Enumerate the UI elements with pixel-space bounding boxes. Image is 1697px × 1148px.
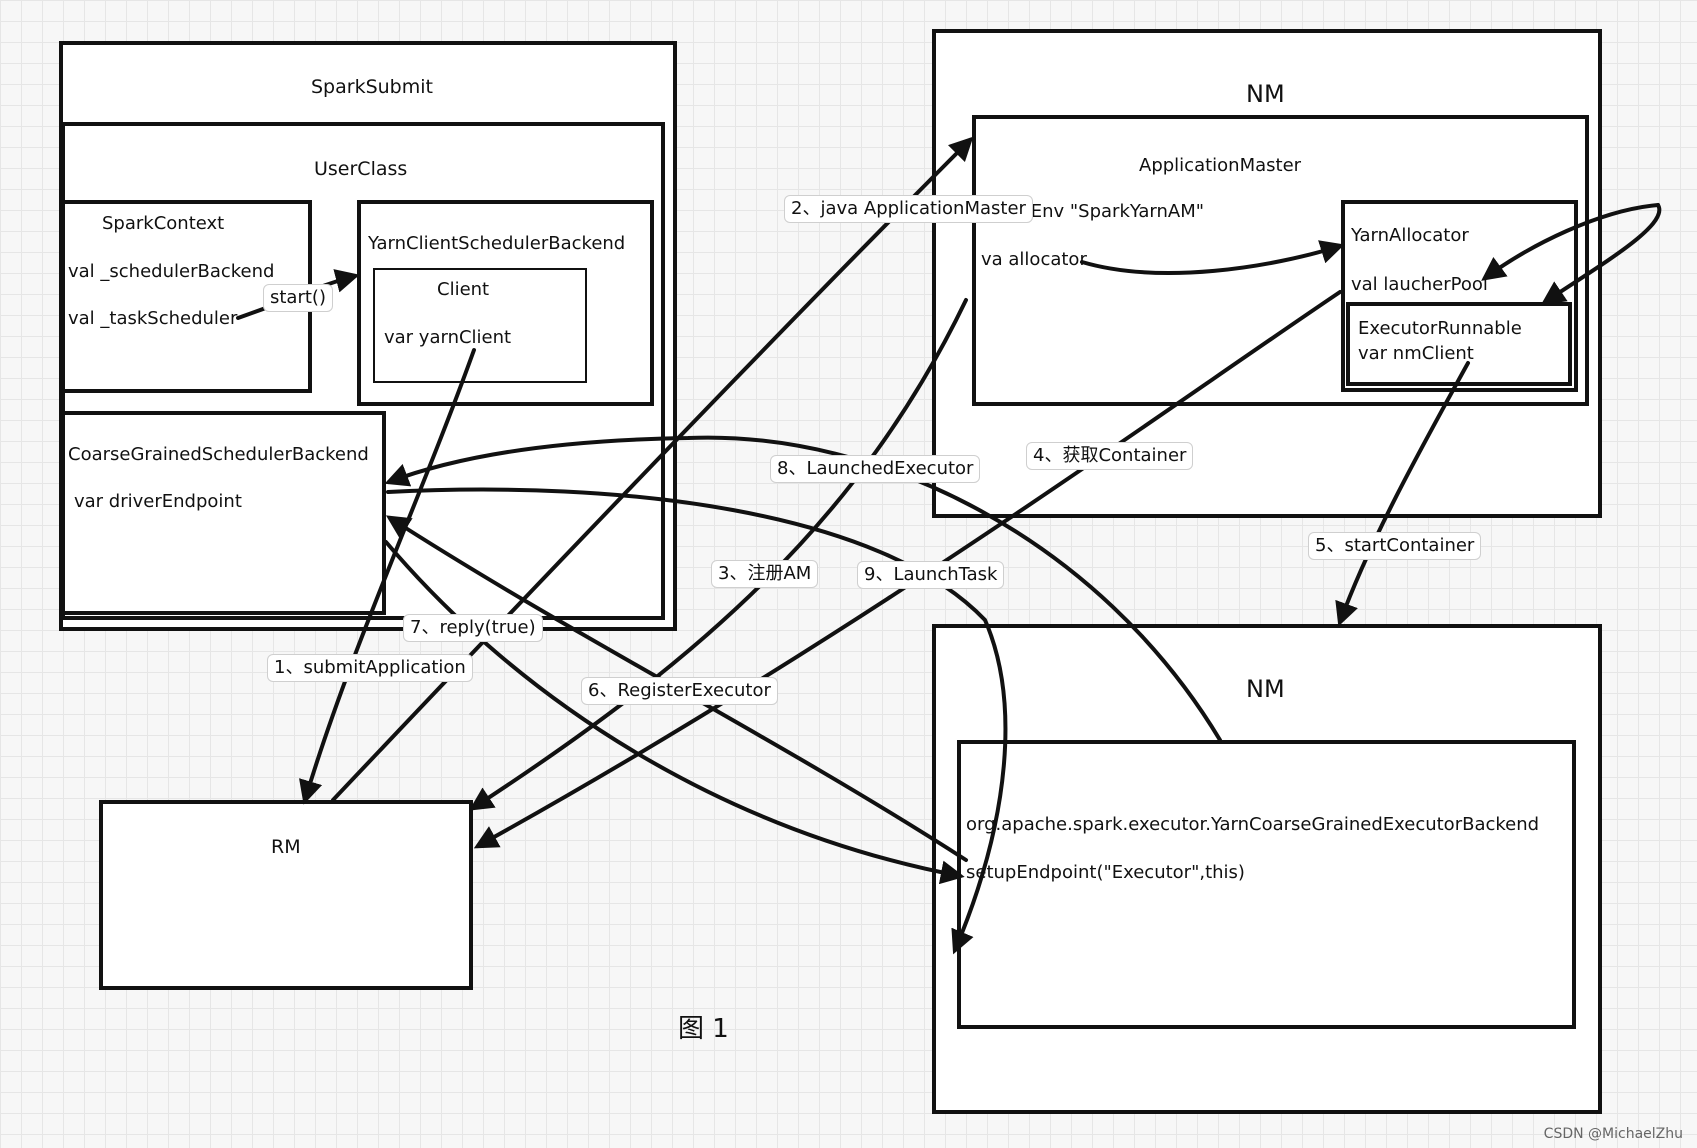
rm-box xyxy=(99,800,473,990)
client-box xyxy=(373,268,587,383)
label-register-executor: 6、RegisterExecutor xyxy=(581,677,778,705)
client-title: Client xyxy=(437,279,490,300)
yarn-client-scheduler-backend-title: YarnClientSchedulerBackend xyxy=(368,233,626,254)
spark-context-task-scheduler: val _taskScheduler xyxy=(68,308,238,329)
arrow-start-container xyxy=(1335,361,1470,627)
driver-endpoint-field: var driverEndpoint xyxy=(74,491,242,512)
label-launch-task: 9、LaunchTask xyxy=(857,561,1005,589)
arrow-launcher-pool-loop xyxy=(1481,203,1660,281)
arrow-submit-application xyxy=(299,348,476,805)
application-master-title: ApplicationMaster xyxy=(1139,155,1302,176)
label-get-container: 4、获取Container xyxy=(1026,442,1194,470)
executor-backend-title: org.apache.spark.executor.YarnCoarseGrai… xyxy=(966,814,1540,835)
arrow-register-am xyxy=(468,298,968,811)
nm-top-title: NM xyxy=(1246,80,1285,108)
label-launched-executor: 8、LaunchedExecutor xyxy=(770,455,981,483)
arrow-launched-executor xyxy=(384,435,1222,742)
label-java-application-master: 2、java ApplicationMaster xyxy=(784,195,1033,223)
watermark: CSDN @MichaelZhu xyxy=(1543,1126,1683,1142)
coarse-grained-scheduler-backend-title: CoarseGrainedSchedulerBackend xyxy=(68,444,369,465)
rm-title: RM xyxy=(271,836,301,858)
executor-runnable-box xyxy=(1346,302,1572,386)
arrow-launch-task xyxy=(386,487,1008,955)
label-start: start() xyxy=(263,284,333,312)
arrow-executor-runnable-loop xyxy=(1541,203,1662,305)
spark-submit-title: SparkSubmit xyxy=(311,76,433,98)
figure-caption: 图 1 xyxy=(678,1014,729,1044)
arrow-allocator xyxy=(1080,240,1345,275)
arrow-reply xyxy=(384,540,965,885)
rpc-env-field: rpcEnv "SparkYarnAM" xyxy=(1002,201,1205,222)
client-yarn-client-field: var yarnClient xyxy=(384,327,512,348)
executor-runnable-title: ExecutorRunnable xyxy=(1358,318,1522,339)
label-reply: 7、reply(true) xyxy=(403,614,543,642)
setup-endpoint-field: setupEndpoint("Executor",this) xyxy=(966,862,1245,883)
label-register-am: 3、注册AM xyxy=(711,560,819,588)
laucher-pool-field: val laucherPool xyxy=(1351,274,1488,295)
allocator-field: va allocator xyxy=(981,249,1087,270)
yarn-allocator-title: YarnAllocator xyxy=(1351,225,1469,246)
label-start-container: 5、startContainer xyxy=(1308,532,1482,560)
spark-context-title: SparkContext xyxy=(102,213,225,234)
nm-client-field: var nmClient xyxy=(1358,343,1474,364)
coarse-grained-scheduler-backend-box xyxy=(61,411,386,615)
arrow-java-application-master xyxy=(331,136,974,802)
label-submit-application: 1、submitApplication xyxy=(267,654,473,682)
executor-backend-box xyxy=(957,740,1576,1029)
user-class-title: UserClass xyxy=(314,158,408,180)
nm-bottom-title: NM xyxy=(1246,675,1285,703)
spark-context-scheduler-backend: val _schedulerBackend xyxy=(68,261,275,282)
